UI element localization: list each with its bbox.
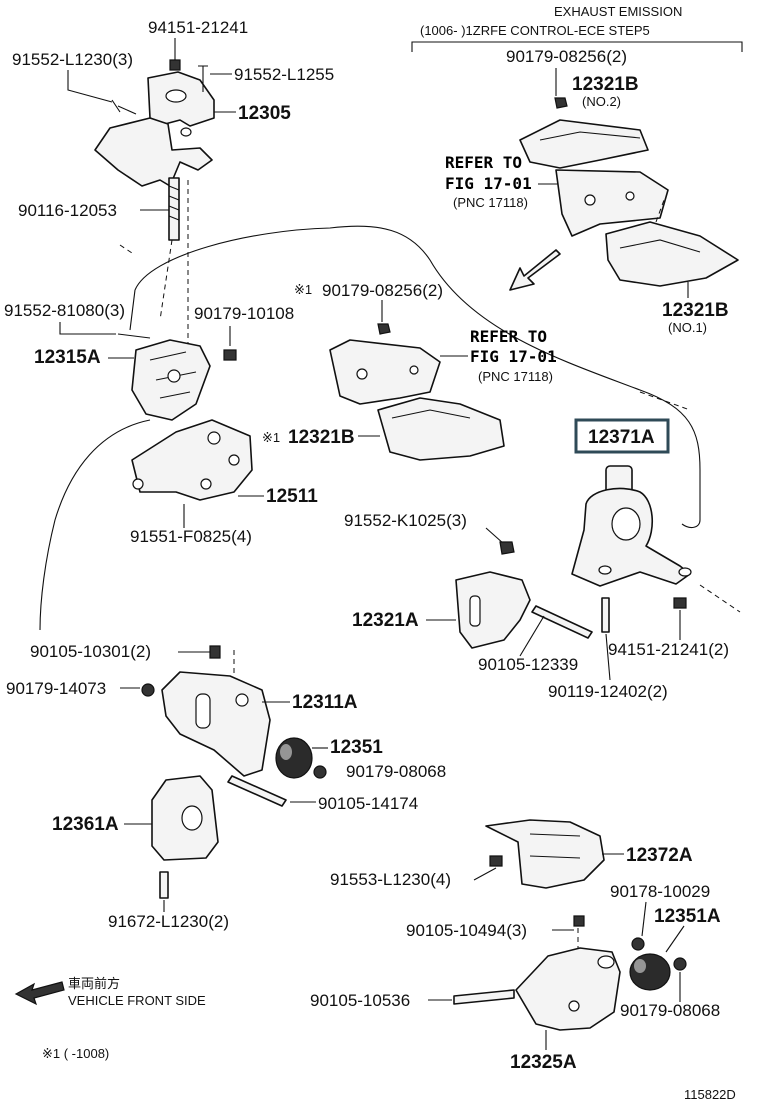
label-90179-08068-b: 90179-08068 (620, 1001, 720, 1020)
label-pnc-2: (PNC 17118) (478, 369, 553, 384)
nut-90179-08068-a (313, 765, 327, 779)
label-12321B-mid: 12321B (288, 427, 355, 448)
part-17118-bracket-b (329, 339, 441, 405)
label-12321B-no2: 12321B (572, 74, 639, 95)
note-bracket (411, 41, 743, 52)
bolt-91672-L1230 (159, 871, 169, 899)
part-12351 (275, 737, 313, 779)
note-title: EXHAUST EMISSION (554, 4, 682, 19)
label-90105-10494-3: 90105-10494(3) (406, 921, 527, 940)
part-12321B-mid (377, 397, 505, 461)
label-91551-F0825-4: 91551-F0825(4) (130, 527, 252, 546)
label-12351: 12351 (330, 737, 383, 758)
label-90179-08256-2-mid: 90179-08256(2) (322, 281, 443, 300)
label-90105-10301-2: 90105-10301(2) (30, 642, 151, 661)
mark-1-b: ※1 (262, 430, 280, 445)
label-90116-12053: 90116-12053 (18, 201, 117, 220)
bolt-90105-14174 (227, 775, 287, 807)
label-90119-12402-2: 90119-12402(2) (548, 682, 668, 701)
part-12315A (131, 339, 211, 421)
label-90105-14174: 90105-14174 (318, 794, 418, 813)
engine-outline-left (39, 289, 151, 631)
engine-outline (134, 225, 701, 529)
label-90179-10108: 90179-10108 (194, 304, 294, 323)
label-91553-L1230-4: 91553-L1230(4) (330, 870, 451, 889)
note-range: (1006- )1ZRFE CONTROL-ECE STEP5 (420, 23, 650, 38)
label-91552-L1255: 91552-L1255 (234, 65, 334, 84)
part-12321B-no2 (519, 119, 649, 169)
part-12351A (629, 953, 671, 991)
label-12511: 12511 (266, 486, 318, 507)
label-refer-to-1: REFER TO (445, 153, 522, 172)
highlight-box-12371A (574, 418, 670, 454)
label-90179-14073: 90179-14073 (6, 679, 106, 698)
figure-code: 115822D (684, 1087, 736, 1102)
label-no1: (NO.1) (668, 320, 707, 335)
label-fig-2: FIG 17-01 (470, 347, 557, 366)
label-12361A: 12361A (52, 814, 119, 835)
label-94151-21241-top: 94151-21241 (148, 18, 248, 37)
label-12305: 12305 (238, 103, 291, 124)
part-12325A (515, 947, 621, 1031)
part-12372A (485, 819, 605, 889)
label-12372A: 12372A (626, 845, 693, 866)
part-12311A (161, 671, 271, 777)
label-90178-10029: 90178-10029 (610, 882, 710, 901)
vehicle-front-en: VEHICLE FRONT SIDE (68, 993, 206, 1008)
part-17118-bracket-a (555, 169, 669, 237)
bolt-90105-12339 (531, 605, 593, 639)
label-refer-to-2: REFER TO (470, 327, 547, 346)
part-12321A (455, 571, 531, 649)
label-90105-10536: 90105-10536 (310, 991, 410, 1010)
label-12351A: 12351A (654, 906, 721, 927)
part-12511 (131, 419, 253, 501)
label-91552-K1025-3: 91552-K1025(3) (344, 511, 467, 530)
label-12321A: 12321A (352, 610, 419, 631)
part-12371A (571, 465, 692, 587)
label-12311A: 12311A (292, 692, 358, 713)
label-12321B-no1: 12321B (662, 300, 729, 321)
nut-90179-08068-b (673, 957, 687, 971)
label-90179-08068-a: 90179-08068 (346, 762, 446, 781)
label-91552-81080-3: 91552-81080(3) (4, 301, 125, 320)
mark-1-a: ※1 (294, 282, 312, 297)
label-12371A: 12371A (588, 427, 655, 448)
label-90179-08256-2-top: 90179-08256(2) (506, 47, 627, 66)
part-12305 (94, 59, 215, 241)
flow-direction-arrow-icon (509, 249, 561, 291)
label-fig-1: FIG 17-01 (445, 174, 532, 193)
label-no2: (NO.2) (582, 94, 621, 109)
part-12361A (151, 775, 219, 861)
label-91552-L1230-3: 91552-L1230(3) (12, 50, 133, 69)
label-90105-12339: 90105-12339 (478, 655, 578, 674)
bolt-90105-10536 (453, 989, 515, 1005)
label-91672-L1230-2: 91672-L1230(2) (108, 912, 229, 931)
part-12321B-no1 (605, 199, 739, 287)
vehicle-front-jp: 車両前方 (68, 976, 120, 991)
label-12325A: 12325A (510, 1052, 577, 1073)
label-12315A: 12315A (34, 347, 101, 368)
label-94151-21241-2: 94151-21241(2) (608, 640, 729, 659)
bolt-90119-12402 (601, 597, 610, 633)
label-pnc-1: (PNC 17118) (453, 195, 528, 210)
footnote-mark: ※1 ( -1008) (42, 1046, 109, 1061)
front-direction-arrow-icon (14, 981, 65, 1006)
engine-outline-dashed (119, 244, 741, 613)
